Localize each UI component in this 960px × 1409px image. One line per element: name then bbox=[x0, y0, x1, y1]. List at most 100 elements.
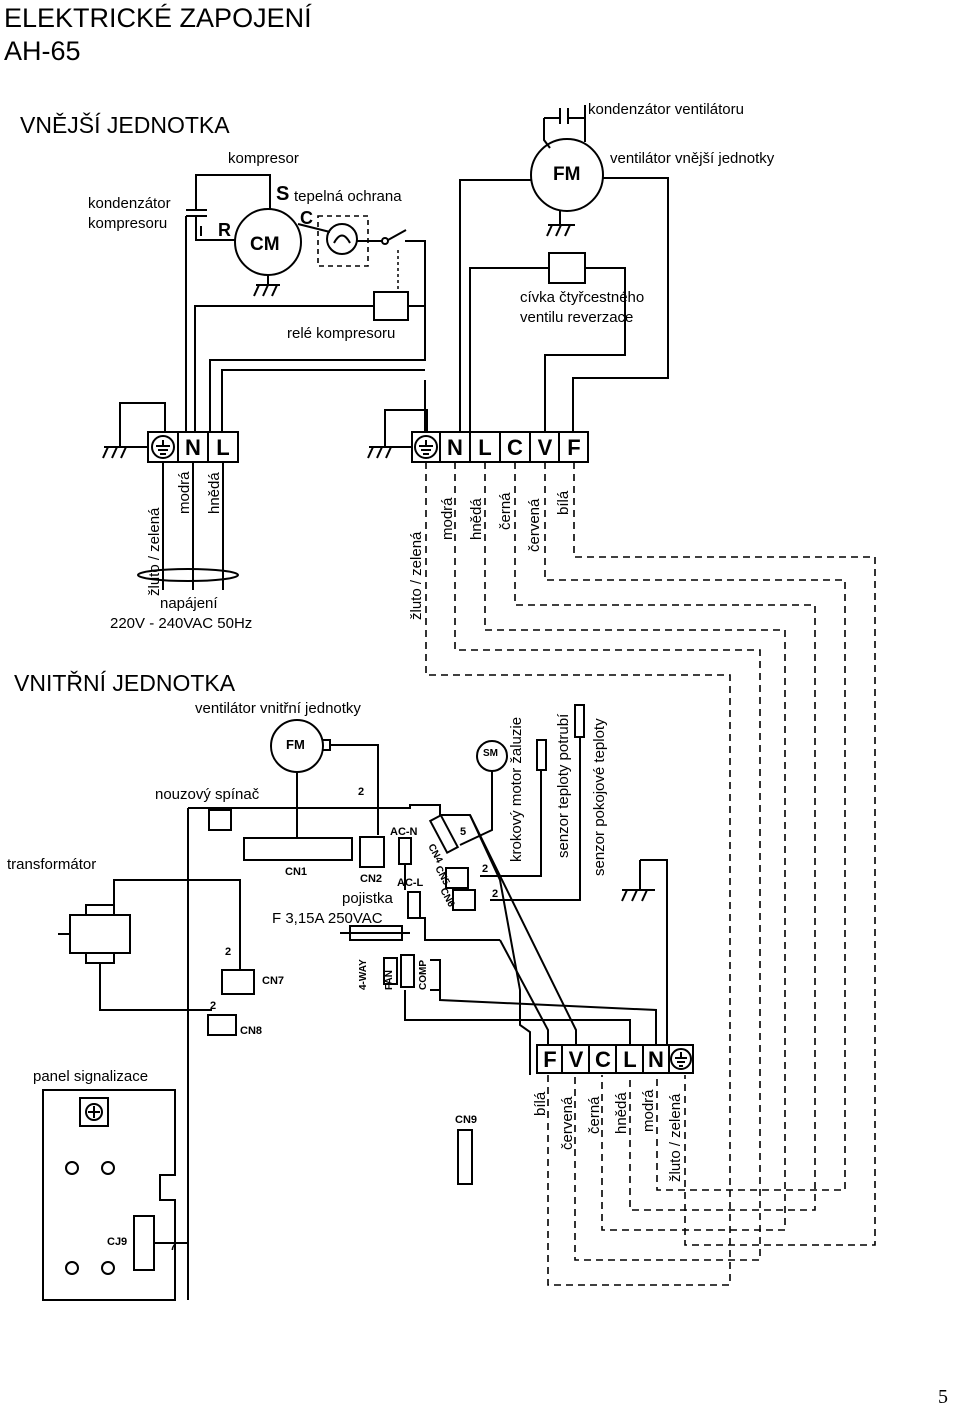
cn7-label: CN7 bbox=[262, 975, 285, 987]
outdoor-wire-yellow-green: žluto / zelená bbox=[408, 531, 425, 620]
outdoor-terminal-n: N bbox=[447, 435, 463, 460]
pin-count-cn7: 2 bbox=[225, 946, 232, 958]
reversing-valve-label-2: ventilu reverzace bbox=[520, 309, 634, 326]
power-terminal-l: L bbox=[216, 435, 229, 460]
pin-count-cn2: 2 bbox=[358, 786, 365, 798]
cn2-label: CN2 bbox=[360, 873, 383, 885]
connector-acn bbox=[398, 837, 412, 865]
connector-cn5 bbox=[445, 867, 469, 889]
connector-cn7 bbox=[221, 969, 255, 995]
reversing-valve-box bbox=[548, 252, 586, 284]
reversing-valve-label-1: cívka čtyřcestného bbox=[520, 289, 645, 306]
signal-panel bbox=[42, 1089, 176, 1301]
fuse-label-2: F 3,15A 250VAC bbox=[272, 910, 383, 927]
outdoor-terminal-f: F bbox=[567, 435, 580, 460]
step-motor-label: krokový motor žaluzie bbox=[508, 717, 525, 862]
indoor-terminal-n: N bbox=[648, 1047, 664, 1072]
indoor-wire-black: černá bbox=[586, 1096, 603, 1134]
relay-comp bbox=[400, 954, 415, 988]
pin-s: S bbox=[276, 183, 290, 205]
signal-panel-led bbox=[101, 1161, 115, 1175]
indoor-wire-white: bílá bbox=[532, 1091, 549, 1116]
relay-4way-label: 4-WAY bbox=[358, 959, 369, 990]
thermal-switch bbox=[381, 237, 389, 245]
outdoor-fan-label: ventilátor vnější jednotky bbox=[610, 150, 775, 167]
compressor-capacitor-label-2: kompresoru bbox=[88, 215, 168, 232]
pin-count-cn5: 2 bbox=[482, 863, 489, 875]
fan-capacitor bbox=[544, 105, 586, 119]
transformer bbox=[69, 914, 131, 954]
emergency-switch-label: nouzový spínač bbox=[155, 786, 260, 803]
signal-panel-indicator-icon bbox=[85, 1103, 103, 1121]
power-terminal-n: N bbox=[185, 435, 201, 460]
indoor-wire-yellow-green: žluto / zelená bbox=[667, 1093, 684, 1182]
indoor-fan-motor bbox=[270, 719, 324, 773]
cj9-label: CJ9 bbox=[107, 1236, 128, 1248]
step-motor-symbol: SM bbox=[483, 748, 498, 759]
connector-cn4 bbox=[428, 813, 460, 855]
compressor-symbol: CM bbox=[250, 234, 280, 255]
outdoor-terminal-c: C bbox=[507, 435, 523, 460]
emergency-switch[interactable] bbox=[208, 809, 232, 831]
acl-label: AC-L bbox=[397, 877, 424, 889]
outdoor-section-title: VNĚJŠÍ JEDNOTKA bbox=[20, 112, 230, 138]
compressor-label: kompresor bbox=[228, 150, 299, 167]
outdoor-fan-ground-icon bbox=[546, 224, 575, 237]
signal-panel-led bbox=[65, 1261, 79, 1275]
relay-label: relé kompresoru bbox=[287, 325, 396, 342]
connector-cn6 bbox=[452, 889, 476, 911]
pipe-sensor bbox=[536, 739, 547, 771]
indoor-terminal-f: F bbox=[543, 1047, 556, 1072]
outdoor-link-ground-icon bbox=[367, 446, 397, 459]
outdoor-terminal-v: V bbox=[538, 435, 553, 460]
power-ground-icon bbox=[102, 446, 132, 459]
power-wire-brown: hnědá bbox=[206, 472, 223, 514]
indoor-wire-blue: modrá bbox=[640, 1089, 657, 1132]
pin-count-cn4: 5 bbox=[460, 826, 467, 838]
pin-count-cn6: 2 bbox=[492, 888, 499, 900]
outdoor-fan-symbol: FM bbox=[553, 164, 581, 185]
cn4-label: CN4 bbox=[425, 842, 444, 865]
relay-comp-label: COMP bbox=[418, 960, 429, 990]
fuse-label-1: pojistka bbox=[342, 890, 393, 907]
indoor-wire-brown: hnědá bbox=[613, 1092, 630, 1134]
outdoor-fan-motor bbox=[530, 138, 604, 212]
cn9-label: CN9 bbox=[455, 1114, 478, 1126]
connector-acl bbox=[407, 891, 421, 919]
thermal-protection-label: tepelná ochrana bbox=[294, 188, 402, 205]
outdoor-terminal-l: L bbox=[478, 435, 491, 460]
indoor-ground-icon bbox=[621, 889, 655, 902]
room-sensor bbox=[574, 704, 585, 738]
step-motor bbox=[476, 740, 508, 772]
indoor-terminal-v: V bbox=[569, 1047, 584, 1072]
outdoor-link-ground-terminal-icon bbox=[414, 435, 438, 459]
transformer-top bbox=[85, 904, 115, 916]
compressor-ground-icon bbox=[253, 284, 280, 297]
page-title: ELEKTRICKÉ ZAPOJENÍ bbox=[4, 3, 312, 33]
connector-cn8 bbox=[207, 1014, 237, 1036]
supply-label-1: napájení bbox=[160, 595, 218, 612]
pin-r: R bbox=[218, 220, 231, 240]
signal-panel-led bbox=[101, 1261, 115, 1275]
outdoor-wire-blue: modrá bbox=[439, 497, 456, 540]
pin-count-cj9: 7 bbox=[170, 1241, 177, 1253]
relay-fan-label: FAN bbox=[384, 970, 395, 990]
room-sensor-label: senzor pokojové teploty bbox=[591, 718, 608, 876]
indoor-terminal-c: C bbox=[595, 1047, 611, 1072]
signal-panel-led bbox=[65, 1161, 79, 1175]
page-number: 5 bbox=[938, 1386, 948, 1408]
outdoor-wire-black: černá bbox=[497, 492, 514, 530]
transformer-label: transformátor bbox=[7, 856, 97, 873]
compressor-capacitor-label-1: kondenzátor bbox=[88, 195, 171, 212]
outdoor-wire-red: červená bbox=[526, 498, 543, 552]
signal-panel-label: panel signalizace bbox=[33, 1068, 149, 1085]
cn8-label: CN8 bbox=[240, 1025, 263, 1037]
acn-label: AC-N bbox=[390, 826, 418, 838]
pin-count-cn8: 2 bbox=[210, 1000, 217, 1012]
indoor-section-title: VNITŘNÍ JEDNOTKA bbox=[14, 670, 236, 696]
indoor-terminal-l: L bbox=[623, 1047, 636, 1072]
connector-cn2 bbox=[359, 836, 385, 868]
pipe-sensor-label: senzor teploty potrubí bbox=[555, 713, 572, 858]
compressor-relay-box bbox=[373, 291, 409, 321]
